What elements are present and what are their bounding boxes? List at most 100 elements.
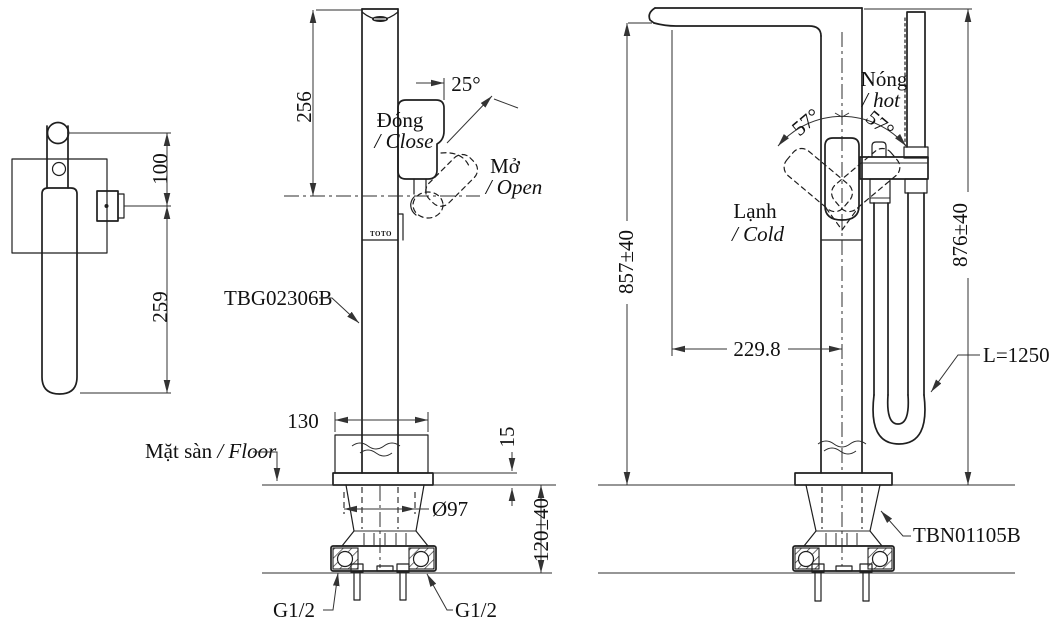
angle-text-25: 25° <box>451 72 480 96</box>
faucet-body-side <box>648 7 867 474</box>
model-leader-front <box>319 297 360 324</box>
handshower-assembly <box>859 11 929 204</box>
dim-text-857: 857±40 <box>614 230 638 294</box>
angle-center-ticks <box>834 112 850 118</box>
base-side <box>598 472 1015 602</box>
angle-arc-57 <box>777 115 907 147</box>
angle-dim-25: 25° <box>416 72 519 144</box>
lever-pin <box>51 161 67 177</box>
dim-text-100: 100 <box>148 153 172 185</box>
lever-open-position <box>425 153 479 207</box>
column-break-2 <box>823 447 857 455</box>
break-squiggle-1 <box>351 442 401 450</box>
floor-label-en: / Floor <box>216 439 277 463</box>
dim-857: 857±40 <box>614 22 652 485</box>
side-view-dimensions: 100 259 <box>67 132 172 394</box>
side-knob-cap <box>117 193 125 219</box>
brand-logo: TOTO <box>370 230 392 238</box>
angle-text-57-left: 57° <box>787 103 825 140</box>
handle-open-dashed <box>425 152 479 207</box>
anchor-bolt-left <box>350 563 364 601</box>
floor-callout: Mặt sàn / Floor <box>145 439 556 486</box>
model-text-front: TBG02306B <box>224 286 333 310</box>
dim-text-229: 229.8 <box>733 337 780 361</box>
mounting-plate <box>11 158 108 254</box>
hose-loop-outer <box>872 394 926 445</box>
dim-text-97: Ø97 <box>432 497 468 521</box>
lever-roller <box>46 121 70 145</box>
open-arrow-tail <box>493 98 519 109</box>
anchor-bolt-right <box>396 563 410 601</box>
break-squiggle-2 <box>359 449 393 457</box>
open-swing-arc <box>440 152 470 167</box>
model-callout-front: TBG02306B <box>224 286 360 324</box>
label-close-en: / Close <box>374 129 434 153</box>
diverter-outlet <box>869 178 891 204</box>
hose-view: 57° 57° Nóng / hot Lạnh / Cold <box>598 7 1050 602</box>
handshower-handle <box>906 11 926 148</box>
body-step <box>397 213 404 241</box>
spout-underside <box>653 22 822 37</box>
floor-label-vi: Mặt sàn <box>145 439 217 463</box>
open-close-labels: Đóng / Close Mở / Open <box>374 108 543 199</box>
label-open-vi: Mở <box>490 154 521 178</box>
knob-dot <box>104 204 109 208</box>
inlet-port-side-left <box>797 550 815 568</box>
label-close-vi: Đóng <box>377 108 424 132</box>
front-view: TOTO 25° Đóng / Close Mở <box>145 8 556 621</box>
lever-side-open-left <box>783 147 853 213</box>
lever-tip-trace <box>825 207 859 231</box>
hose-length-text: L=1250 <box>983 343 1050 367</box>
label-cold-en: / Cold <box>731 222 784 246</box>
inlet-port-side-right <box>871 550 889 568</box>
lever-grip <box>41 187 78 395</box>
hose-length-callout: L=1250 <box>930 343 1050 393</box>
dim-text-15: 15 <box>495 427 519 448</box>
faucet-body-front: TOTO <box>361 8 404 474</box>
model-callout-side: TBN01105B <box>880 510 1021 547</box>
flange-tab <box>376 565 394 572</box>
anchor-bolt-side-left <box>811 563 825 602</box>
anchor-bolt-side-right <box>859 563 873 602</box>
dim-876: 876±40 <box>864 8 972 485</box>
floor-label: Mặt sàn / Floor <box>145 439 277 463</box>
dim-15: 15 <box>433 427 519 506</box>
spout-tip <box>648 7 656 24</box>
hot-cold-labels: Nóng / hot Lạnh / Cold <box>731 67 908 246</box>
valve-cartridge <box>412 191 444 219</box>
dim-diameter-97: Ø97 <box>343 492 468 521</box>
shower-hose <box>872 192 926 445</box>
base-plate-front <box>332 472 434 486</box>
inlet-port-right <box>412 550 430 568</box>
label-cold-vi: Lạnh <box>733 199 777 223</box>
wall-plate <box>11 158 108 254</box>
model-text-side: TBN01105B <box>913 523 1021 547</box>
dim-120: 120±40 <box>529 485 553 573</box>
inlet-text-left: G1/2 <box>273 598 315 621</box>
underfloor-front <box>262 484 552 601</box>
hose-connector <box>904 178 928 194</box>
shower-holder-bracket <box>859 156 929 180</box>
valve-outline <box>410 196 417 216</box>
inlet-port-left <box>336 550 354 568</box>
dim-text-256: 256 <box>292 91 316 123</box>
handshower-head <box>903 146 929 159</box>
holder-clip <box>871 141 887 158</box>
inlet-callouts: G1/2 G1/2 <box>273 572 497 621</box>
side-view: 100 259 <box>11 121 172 395</box>
flange-tab-side <box>835 565 853 572</box>
label-hot-vi: Nóng <box>861 67 908 91</box>
base-front <box>332 434 434 486</box>
label-hot-en: / hot <box>861 88 901 112</box>
handle-lever-side <box>41 121 125 395</box>
dim-text-120: 120±40 <box>529 498 553 562</box>
inlet-text-right: G1/2 <box>455 598 497 621</box>
label-open-en: / Open <box>485 175 543 199</box>
open-direction-arrow <box>446 95 493 144</box>
escutcheon-box <box>334 434 429 474</box>
inlet-leader-right <box>426 573 453 611</box>
dim-229: 229.8 <box>671 30 842 361</box>
inlet-leader-left <box>323 572 340 611</box>
